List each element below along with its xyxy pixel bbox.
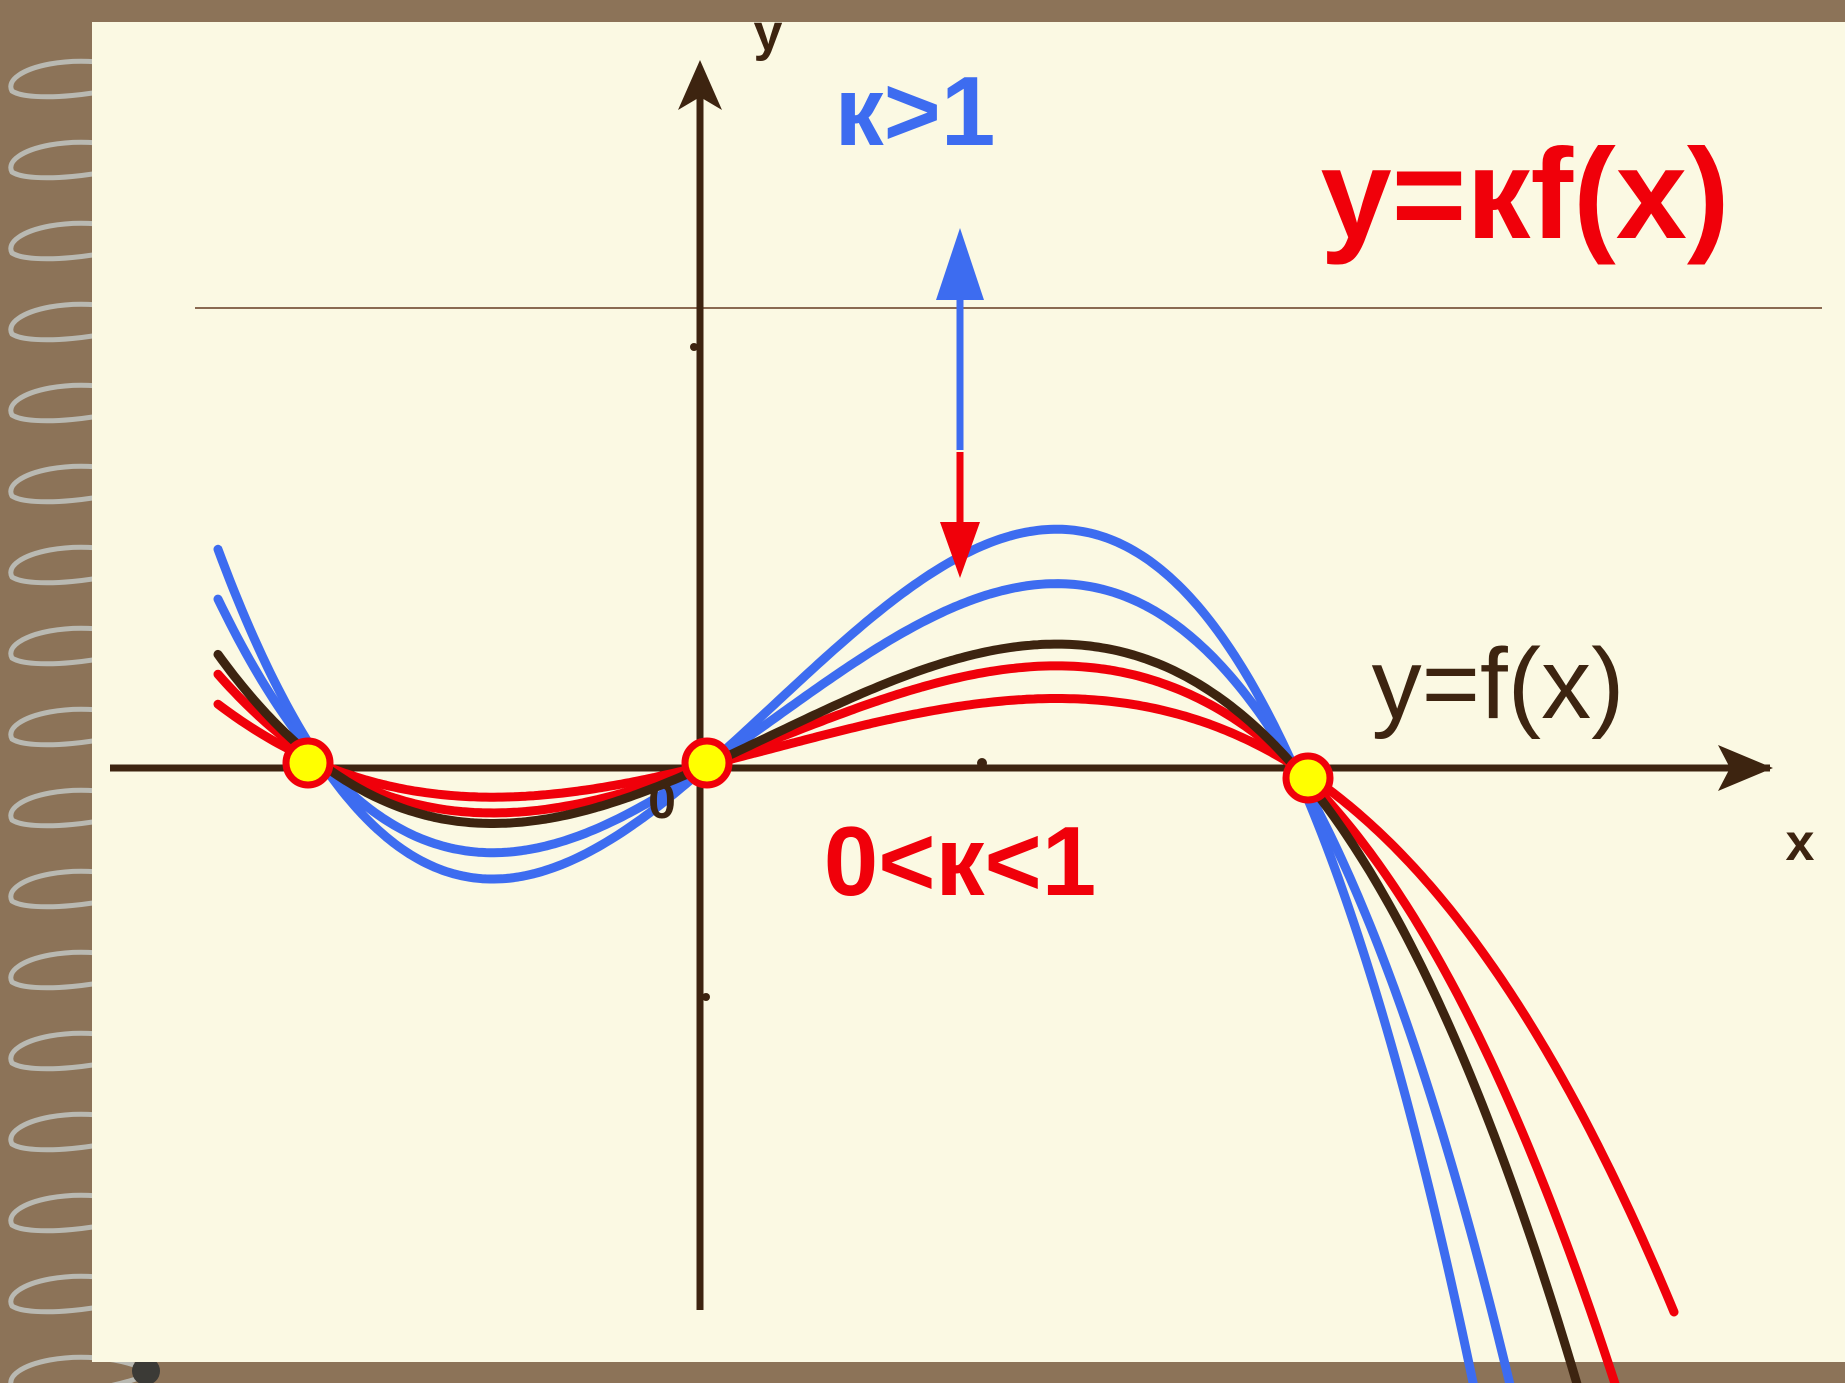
spiral-hole <box>132 1357 160 1383</box>
x-axis-arrowhead <box>1718 745 1773 791</box>
origin-label: 0 <box>648 773 676 829</box>
y-tick-upper <box>690 343 698 351</box>
k-greater-one-label: к>1 <box>835 56 996 166</box>
formula-fx: y=f(x) <box>1372 628 1625 740</box>
curve-compress-3 <box>213 694 1679 1317</box>
fixed-points <box>282 737 1334 804</box>
x-tick <box>977 758 987 768</box>
curves-group <box>213 524 1679 1383</box>
y-axis-arrowhead <box>678 60 722 110</box>
spiral-ring <box>8 1354 148 1383</box>
curve-stretch-0 <box>213 579 1515 1383</box>
y-axis-label: y <box>754 4 783 62</box>
curve-base-4 <box>213 639 1582 1383</box>
arrow-down-head <box>940 522 980 578</box>
curve-compress-2 <box>213 661 1620 1383</box>
fixed-point-origin <box>681 737 733 789</box>
fixed-point-root-left <box>282 737 334 789</box>
notebook-page <box>92 22 1845 1362</box>
arrow-up-head <box>936 228 984 300</box>
formula-kfx: y=кf(x) <box>1320 123 1729 266</box>
y-tick-lower <box>702 993 710 1001</box>
curve-stretch-1 <box>213 524 1478 1383</box>
k-between-label: 0<к<1 <box>824 806 1097 916</box>
fixed-point-root-right <box>1282 752 1334 804</box>
x-axis-label: x <box>1786 814 1815 872</box>
